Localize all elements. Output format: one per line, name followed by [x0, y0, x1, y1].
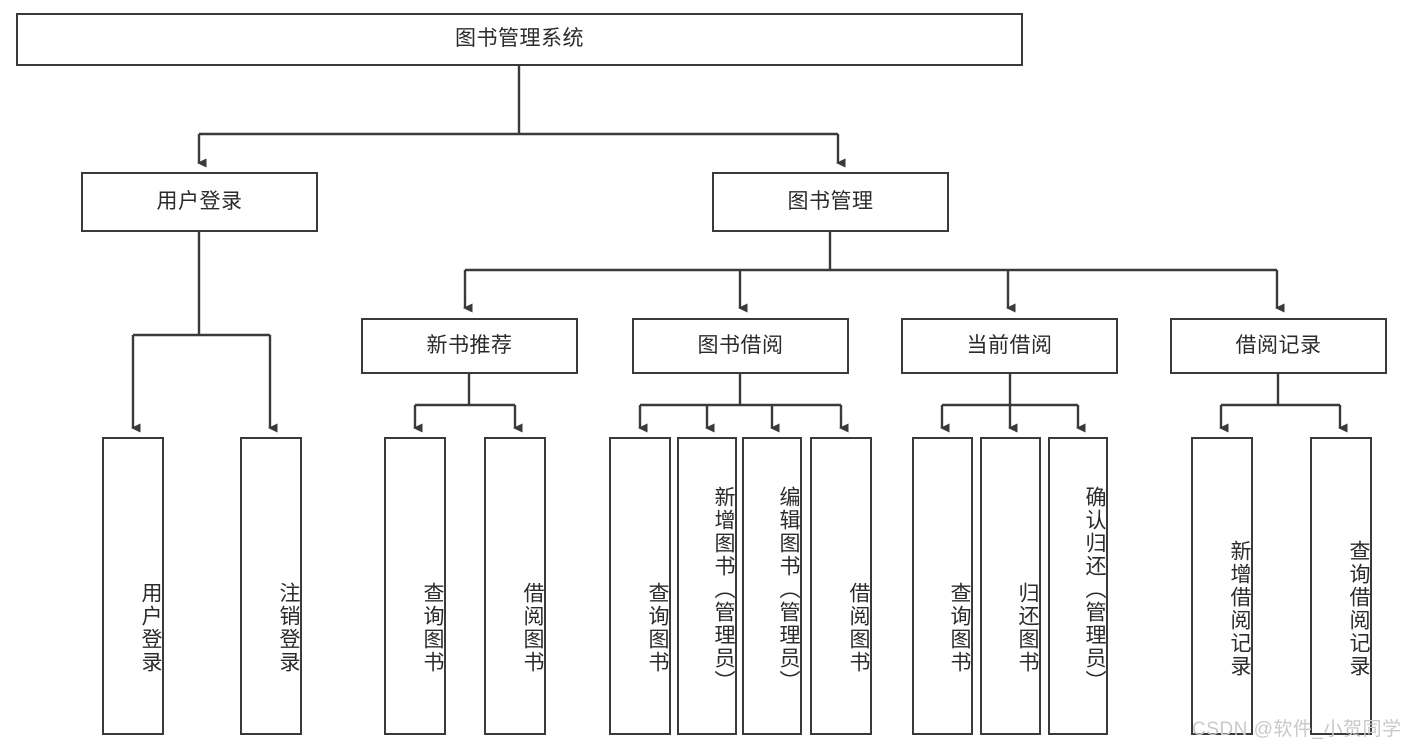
leaf-add-book-admin[interactable]: 新增图书（管理员）: [677, 437, 737, 735]
node-label: 新书推荐: [426, 333, 513, 357]
csdn-watermark: CSDN @软件_小贺同学: [1192, 719, 1402, 740]
leaf-borrow-book[interactable]: 借阅图书: [810, 437, 872, 735]
node-label: 借阅图书: [521, 582, 544, 674]
node-label: 用户登录: [139, 582, 162, 674]
node-new-book-recommend[interactable]: 新书推荐: [361, 318, 578, 374]
node-label: 图书借阅: [697, 333, 784, 357]
leaf-query-borrow-record[interactable]: 查询借阅记录: [1310, 437, 1372, 735]
node-label: 借阅记录: [1235, 333, 1322, 357]
leaf-query-book-borrow[interactable]: 查询图书: [609, 437, 671, 735]
node-label: 查询图书: [646, 582, 669, 674]
leaf-query-book-current[interactable]: 查询图书: [912, 437, 973, 735]
leaf-query-book-recommend[interactable]: 查询图书: [384, 437, 446, 735]
node-book-borrow[interactable]: 图书借阅: [632, 318, 849, 374]
node-current-borrow[interactable]: 当前借阅: [901, 318, 1118, 374]
node-label: 借阅图书: [847, 582, 870, 674]
node-label: 当前借阅: [966, 333, 1053, 357]
leaf-return-book[interactable]: 归还图书: [980, 437, 1041, 735]
leaf-add-borrow-record[interactable]: 新增借阅记录: [1191, 437, 1253, 735]
leaf-edit-book-admin[interactable]: 编辑图书（管理员）: [742, 437, 802, 735]
node-label: 确认归还（管理员）: [1083, 485, 1106, 693]
leaf-logout-login[interactable]: 注销登录: [240, 437, 302, 735]
node-borrow-record[interactable]: 借阅记录: [1170, 318, 1387, 374]
node-label: 查询图书: [421, 582, 444, 674]
node-label: 归还图书: [1016, 582, 1039, 674]
leaf-confirm-return-admin[interactable]: 确认归还（管理员）: [1048, 437, 1108, 735]
leaf-user-login[interactable]: 用户登录: [102, 437, 164, 735]
node-label: 用户登录: [156, 189, 243, 213]
node-label: 新增图书（管理员）: [712, 485, 735, 693]
node-label: 查询图书: [948, 582, 971, 674]
node-label: 查询借阅记录: [1347, 540, 1370, 678]
node-label: 注销登录: [277, 582, 300, 674]
node-label: 新增借阅记录: [1228, 540, 1251, 678]
node-book-management[interactable]: 图书管理: [712, 172, 949, 232]
node-root-system[interactable]: 图书管理系统: [16, 13, 1023, 66]
node-user-login[interactable]: 用户登录: [81, 172, 318, 232]
node-label: 图书管理系统: [455, 27, 584, 51]
leaf-borrow-book-recommend[interactable]: 借阅图书: [484, 437, 546, 735]
node-label: 编辑图书（管理员）: [777, 485, 800, 693]
node-label: 图书管理: [787, 189, 874, 213]
